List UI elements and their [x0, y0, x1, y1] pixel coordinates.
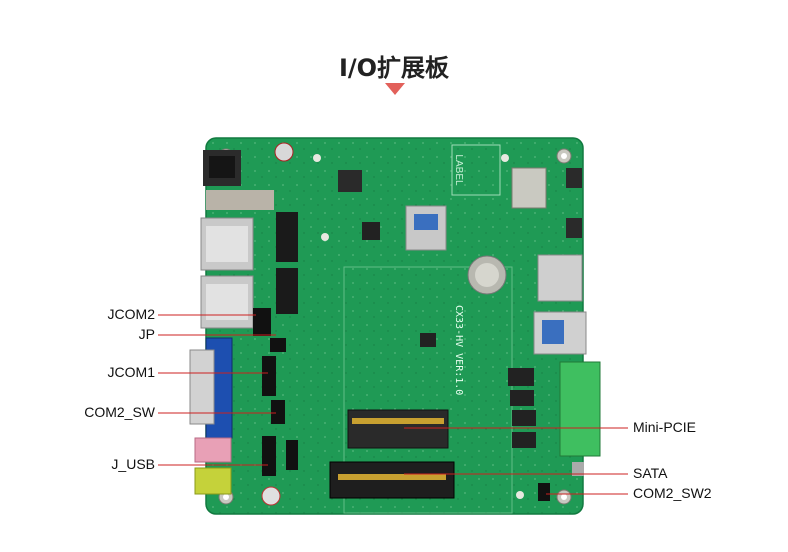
callout-lines: [158, 314, 628, 495]
callout-jcom1: JCOM1: [107, 364, 155, 380]
label-silkscreen: LABEL: [453, 154, 464, 186]
callout-com2-sw2: COM2_SW2: [633, 485, 712, 501]
callout-sata: SATA: [633, 465, 668, 481]
callout-com2-sw: COM2_SW: [84, 404, 155, 420]
callout-mini-pcie: Mini-PCIE: [633, 419, 697, 435]
callout-j-usb: J_USB: [111, 456, 155, 472]
title-down-arrow-icon: [385, 83, 405, 95]
page-title: I/O扩展板: [338, 54, 450, 82]
pcb-board: [205, 137, 584, 515]
model-silkscreen: CX33-HV VER:1.0: [453, 305, 464, 395]
callout-jp: JP: [138, 326, 155, 342]
rj45-ports: [200, 217, 254, 329]
callout-jcom2: JCOM2: [107, 306, 155, 322]
